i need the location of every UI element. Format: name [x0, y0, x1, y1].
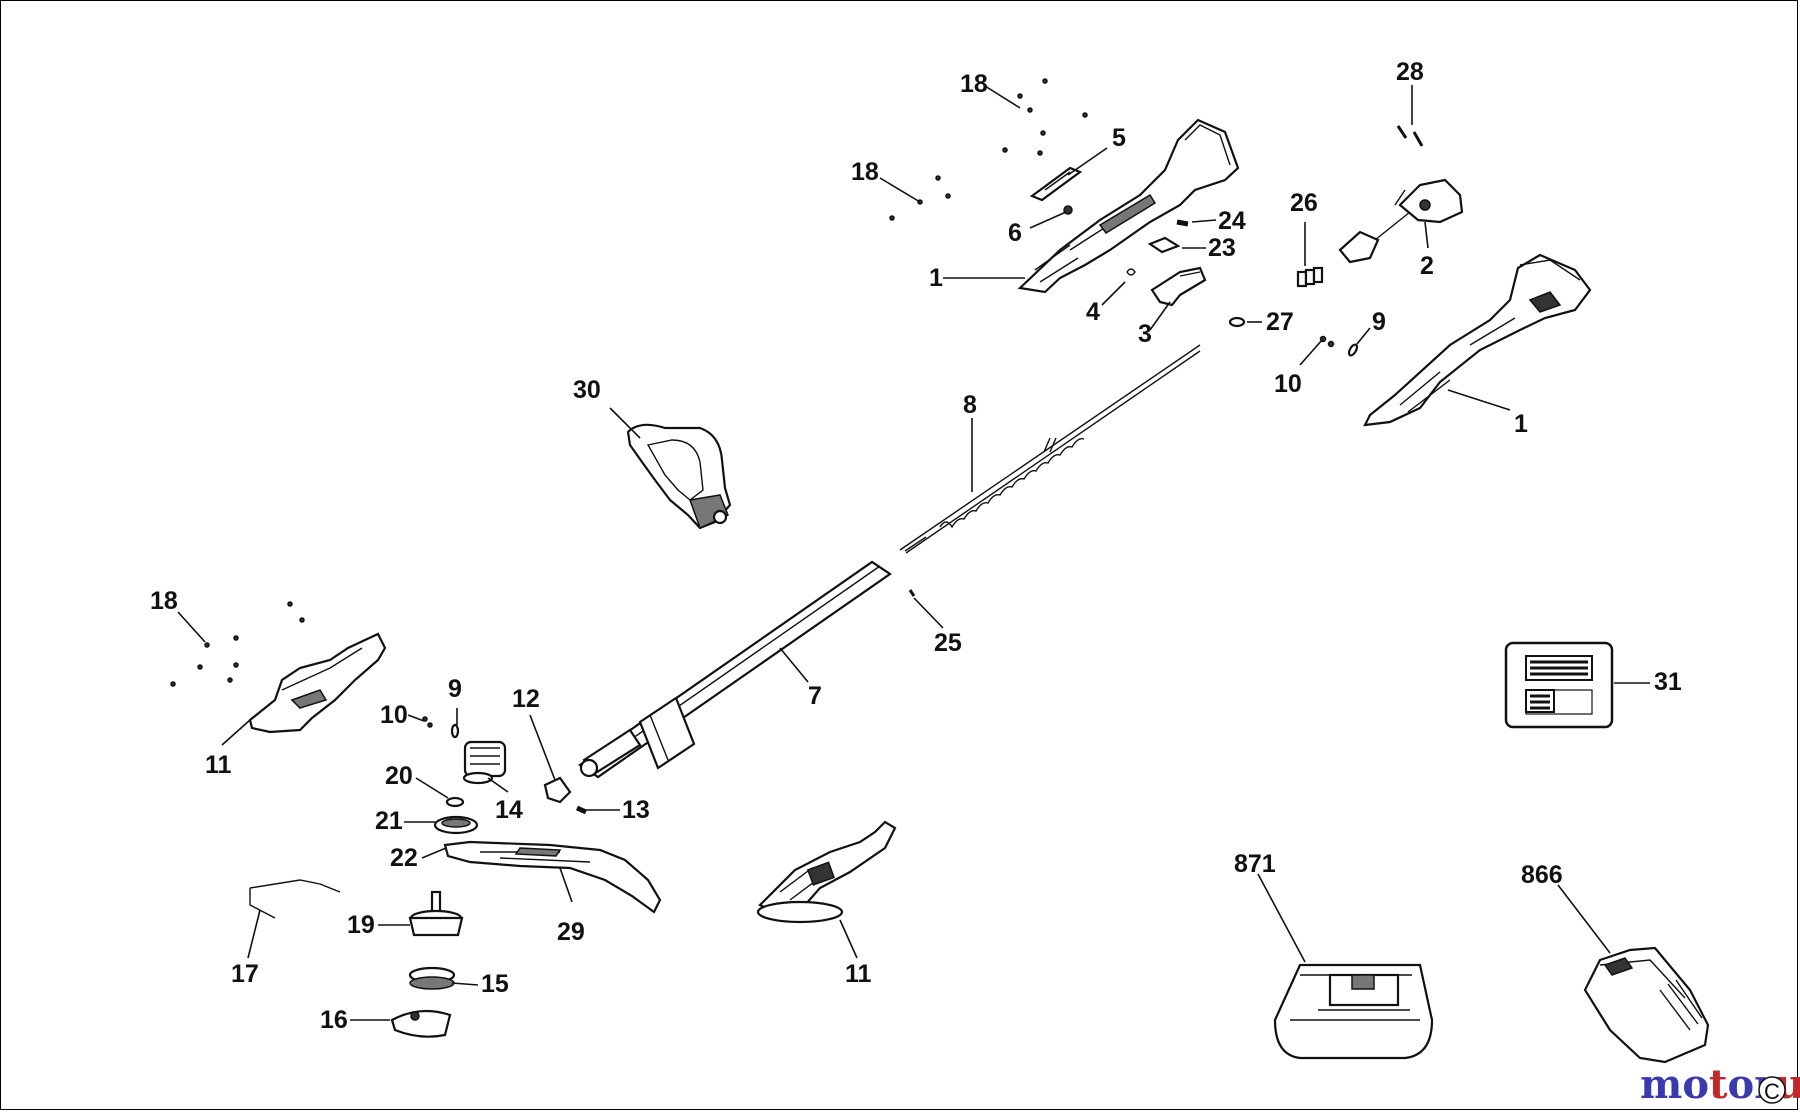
callout-18-mid: 18 — [851, 158, 879, 186]
part-11-motor-housing-half — [248, 632, 387, 734]
callout-24: 24 — [1218, 207, 1246, 235]
callout-10-lower: 10 — [380, 701, 408, 729]
callout-13: 13 — [622, 796, 650, 824]
callout-25: 25 — [934, 629, 962, 657]
callout-866: 866 — [1521, 861, 1563, 889]
watermark-letter: o — [1728, 1061, 1755, 1108]
callout-1-upper: 1 — [929, 264, 943, 292]
callout-11-left: 11 — [205, 751, 232, 779]
part-14-motor — [462, 740, 507, 785]
callout-22: 22 — [390, 844, 418, 872]
part-20-washer — [445, 796, 465, 808]
part-1-handle-half-upper — [1017, 118, 1240, 294]
callout-31: 31 — [1654, 668, 1682, 696]
callout-21: 21 — [375, 807, 403, 835]
part-21-gear — [433, 815, 479, 835]
part-29-guard — [443, 840, 662, 914]
callout-labels: 18 5 18 6 1 4 3 24 23 28 26 2 27 9 10 1 … — [150, 58, 1682, 1034]
callout-7: 7 — [808, 682, 822, 710]
callout-12: 12 — [512, 685, 540, 713]
callout-29: 29 — [557, 918, 585, 946]
part-5-lock-lever — [1029, 166, 1083, 202]
part-9-spring-upper — [1347, 343, 1359, 357]
callout-8: 8 — [963, 391, 977, 419]
part-27-ring — [1228, 316, 1246, 328]
part-3-trigger — [1150, 266, 1207, 307]
watermark-mark-circle — [1758, 1076, 1786, 1104]
callout-19: 19 — [347, 911, 375, 939]
watermark-letter: t — [1709, 1061, 1728, 1108]
leader-lines — [177, 85, 1650, 1021]
callout-10-upper: 10 — [1274, 370, 1302, 398]
callout-6: 6 — [1008, 219, 1022, 247]
callout-28: 28 — [1396, 58, 1424, 86]
watermark-letter: o — [1682, 1061, 1709, 1108]
part-7-shaft — [578, 560, 892, 779]
part-4-spring — [1126, 268, 1136, 276]
part-9-spring-lower — [450, 723, 460, 739]
part-15-spool — [408, 966, 456, 990]
callout-3: 3 — [1138, 320, 1152, 348]
callout-4: 4 — [1086, 298, 1100, 326]
part-25-pin — [908, 589, 916, 597]
callout-14: 14 — [495, 796, 523, 824]
callout-20: 20 — [385, 762, 413, 790]
callout-9-lower: 9 — [448, 675, 462, 703]
part-26-connector — [1296, 266, 1324, 288]
callout-18-top: 18 — [960, 70, 988, 98]
part-871-charger — [1273, 963, 1434, 1060]
callout-23: 23 — [1208, 234, 1236, 262]
callout-18-left: 18 — [150, 587, 178, 615]
watermark: motoruf C — [1640, 1061, 1800, 1108]
part-31-label-plate — [1504, 641, 1614, 729]
callout-15: 15 — [481, 970, 509, 998]
part-18-screws-upper — [889, 78, 1088, 221]
callout-30: 30 — [573, 376, 601, 404]
part-12-clip — [543, 776, 572, 804]
part-1-handle-half-lower — [1363, 253, 1592, 427]
part-23-button — [1147, 236, 1181, 254]
part-11-head-assembly — [756, 820, 897, 924]
part-10-screws-lower — [422, 716, 433, 728]
part-19-spool-housing — [408, 890, 464, 937]
callout-11-right: 11 — [845, 960, 872, 988]
callout-2: 2 — [1420, 252, 1434, 280]
part-18-screws-left — [170, 601, 305, 687]
callout-26: 26 — [1290, 189, 1318, 217]
part-8-drive-cable — [899, 344, 1201, 554]
callout-5: 5 — [1112, 124, 1126, 152]
part-16-cap — [390, 1009, 452, 1038]
callout-871: 871 — [1234, 850, 1276, 878]
callout-17: 17 — [231, 960, 259, 988]
callout-9-upper: 9 — [1372, 308, 1386, 336]
watermark-mark: C — [1764, 1079, 1780, 1104]
part-2-switch-module — [1338, 178, 1464, 264]
callout-27: 27 — [1266, 308, 1294, 336]
part-28-pins — [1396, 125, 1424, 147]
part-24-rod — [1176, 219, 1189, 227]
part-13-spring — [575, 805, 588, 815]
part-17-edge-guide — [249, 879, 341, 919]
part-30-assist-handle — [626, 423, 732, 530]
part-10-screws-upper — [1319, 335, 1335, 348]
callout-1-lower: 1 — [1514, 410, 1528, 438]
callout-16: 16 — [320, 1006, 348, 1034]
part-866-battery — [1583, 946, 1710, 1064]
watermark-letter: m — [1640, 1061, 1682, 1108]
